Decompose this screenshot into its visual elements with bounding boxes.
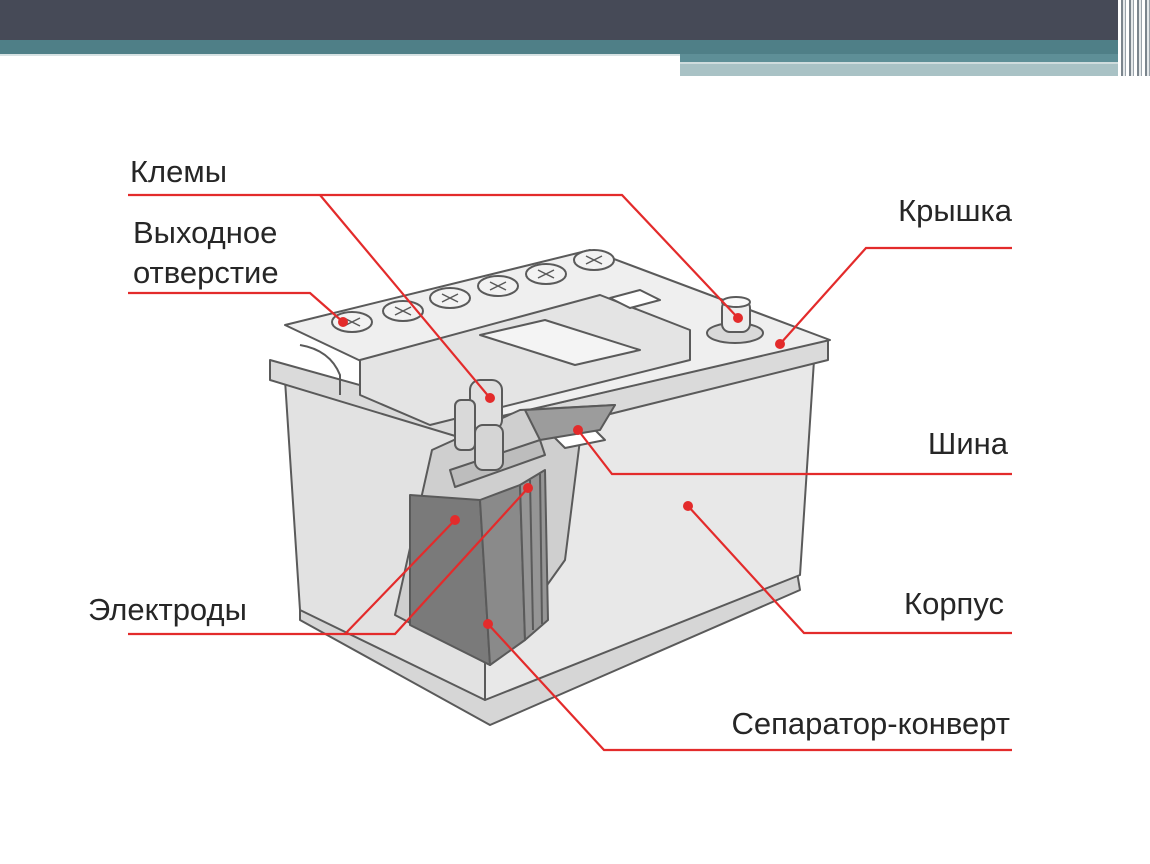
dot-lid: [775, 339, 785, 349]
leader-lid: [779, 246, 1012, 345]
corner-decoration: [1118, 0, 1150, 76]
lid-slot: [609, 289, 661, 309]
header-bar: [0, 0, 1118, 40]
leader-vent: [128, 291, 344, 323]
dot-vent: [338, 317, 348, 327]
leader-separator: [487, 623, 1012, 752]
terminal-post-left-stem: [474, 424, 504, 471]
leader-lines: [128, 193, 1012, 752]
label-case: Корпус: [904, 586, 1004, 621]
lid-center-block: [359, 294, 691, 426]
leader-dots: [338, 313, 785, 629]
lid-handle: [299, 344, 341, 395]
leader-terminals-2: [319, 194, 491, 399]
label-electrodes: Электроды: [88, 592, 247, 627]
dot-electrodes: [523, 483, 533, 493]
header-soft-stripe: [680, 64, 1118, 76]
label-terminals: Клемы: [130, 154, 227, 189]
leader-terminals: [128, 193, 739, 319]
leader-electrodes-2: [344, 519, 456, 635]
dot-case: [683, 501, 693, 511]
label-lid: Крышка: [898, 193, 1013, 228]
leader-electrodes: [128, 487, 529, 636]
header-divider: [0, 54, 680, 56]
dot-electrodes-2: [450, 515, 460, 525]
electrode-plate-3: [519, 469, 549, 641]
label-busbar: Шина: [928, 426, 1009, 461]
terminal-clamp: [454, 399, 476, 451]
dot-busbar: [573, 425, 583, 435]
label-vent-line2: отверстие: [133, 255, 279, 290]
label-separator: Сепаратор-конверт: [731, 706, 1010, 741]
plate-line: [539, 473, 543, 625]
header-divider-right: [680, 62, 1118, 64]
dot-separator: [483, 619, 493, 629]
cell-partition: [524, 404, 616, 441]
leader-case: [687, 505, 1012, 635]
battery-illustration: [269, 249, 831, 726]
plate-line: [529, 479, 534, 631]
dot-terminal-right: [733, 313, 743, 323]
header-accent-stripe: [0, 40, 1118, 54]
label-vent-line1: Выходное: [133, 215, 277, 250]
header-accent-stripe-right: [680, 54, 1118, 62]
dot-terminal-left: [485, 393, 495, 403]
leader-busbar: [577, 429, 1012, 476]
lid-recess: [479, 319, 641, 366]
